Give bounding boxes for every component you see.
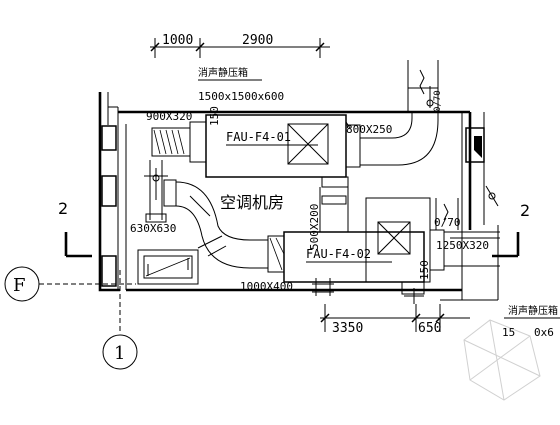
- riser-size-label: 0/70: [433, 90, 443, 112]
- bottom-fittings: [312, 278, 424, 304]
- section-mark-left-label: 2: [58, 199, 68, 218]
- top-plenum-size: 1500x1500x600: [198, 90, 284, 103]
- duct-vertical-500x200: 500X200: [308, 187, 349, 250]
- watermark-pattern: [463, 319, 541, 401]
- fau-unit-2: FAU-F4-02 150 1250X320: [283, 197, 500, 295]
- unit1-dim: 150: [208, 106, 221, 126]
- top-dimension-line: 1000 2900: [150, 33, 330, 58]
- duct-800x250: 800X250: [346, 123, 392, 136]
- dim-top-left: 1000: [162, 33, 193, 48]
- unit2-label: FAU-F4-02: [306, 247, 371, 261]
- grid-axis-1: 1: [102, 270, 138, 370]
- curved-supply-duct: [163, 179, 285, 273]
- damper-icon: [474, 136, 482, 158]
- section-mark-right: 2: [492, 201, 530, 258]
- bottom-plenum-size-1: 15: [502, 326, 515, 339]
- grid-axis-f: F: [4, 266, 136, 302]
- fau-unit-1: FAU-F4-01 150 900X320 800X250: [146, 106, 439, 188]
- grid-axis-f-label: F: [13, 275, 26, 296]
- top-plenum-label: 消声静压箱: [198, 66, 248, 79]
- duct-1000x400: 1000X400: [240, 280, 293, 293]
- dim-top-right: 2900: [242, 33, 273, 48]
- unit2-dim: 150: [418, 260, 431, 280]
- duct-900x320: 900X320: [146, 110, 192, 123]
- bottom-dimension-line: 3350 650: [320, 304, 470, 336]
- unit1-label: FAU-F4-01: [226, 130, 291, 144]
- section-mark-left: 2: [58, 199, 92, 258]
- room-walls: [98, 92, 499, 301]
- supply-duct-vertical: 630X630: [130, 160, 176, 235]
- duct-1250x320: 1250X320: [436, 239, 489, 252]
- dim-bottom-right: 650: [418, 321, 441, 336]
- right-riser: 0/70: [434, 185, 499, 230]
- riser-size-label-2: 0/70: [434, 216, 461, 229]
- dim-bottom-left: 3350: [332, 321, 363, 336]
- section-mark-right-label: 2: [520, 201, 530, 220]
- duct-630x630: 630X630: [130, 222, 176, 235]
- bottom-plenum-size-2: 0x6: [534, 326, 554, 339]
- room-label: 空调机房: [220, 193, 284, 212]
- riser-duct-top: 0/70: [407, 60, 443, 112]
- duct-500x200: 500X200: [308, 204, 321, 250]
- equipment-box: [137, 249, 199, 285]
- bottom-plenum-label: 消声静压箱: [508, 304, 558, 317]
- grid-axis-1-label: 1: [114, 343, 125, 364]
